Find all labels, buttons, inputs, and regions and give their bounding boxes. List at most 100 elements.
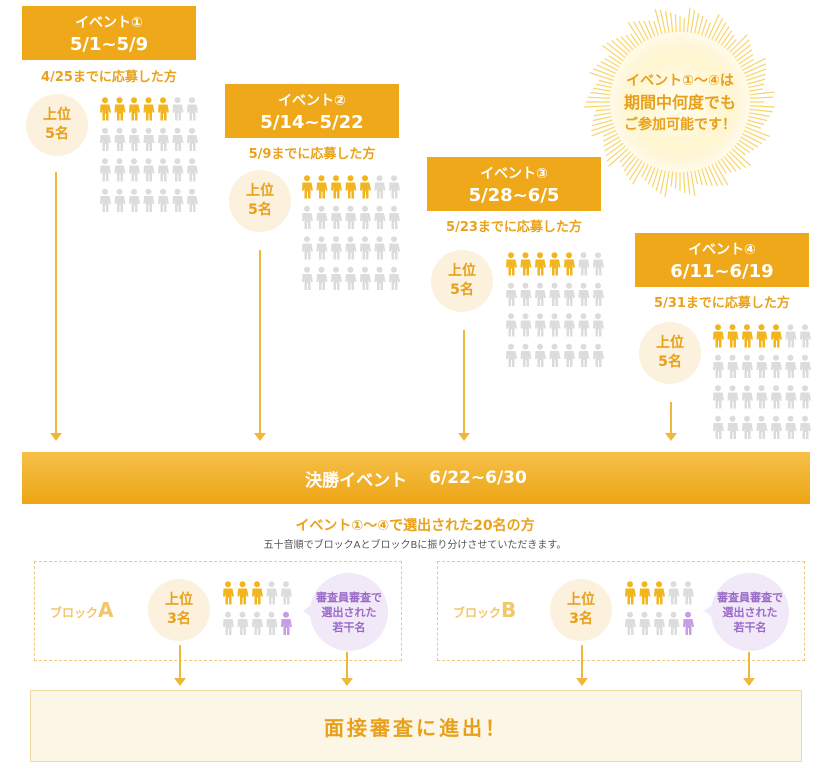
person-other-icon [756,385,768,409]
person-other-icon [266,611,278,635]
burst-line-1: イベント①～④は [626,73,734,89]
person-other-icon [713,354,724,378]
event-3-deadline: 5/23までに応募した方 [446,220,582,235]
person-other-icon [520,282,532,306]
person-other-icon [800,415,811,439]
person-selected-icon [237,581,249,605]
person-other-icon [158,188,169,212]
person-selected-icon [771,324,782,348]
block-a-label-prefix: ブロック [50,606,99,620]
person-other-icon [800,354,811,378]
person-other-icon [668,611,680,635]
person-other-icon [187,158,198,182]
block-a-arrow-line-left [179,645,181,680]
event-1-arrow-line [55,172,57,434]
block-b-judge-line-1: 審査員審査で [717,591,783,604]
person-other-icon [100,188,111,212]
final-event-dates: 6/22~6/30 [429,468,527,488]
person-other-icon [785,385,797,409]
person-other-icon [345,205,357,229]
event-2-box: イベント② 5/14~5/22 [225,84,399,138]
event-3-box: イベント③ 5/28~6/5 [427,157,601,211]
person-other-icon [625,611,636,635]
person-other-icon [549,282,561,306]
person-selected-icon [625,581,636,605]
person-other-icon [389,205,400,229]
event-3-rank-count: 5名 [450,282,474,298]
person-other-icon [389,236,400,260]
event-3-title: イベント③ [480,166,548,182]
person-other-icon [389,266,400,290]
person-other-icon [114,188,126,212]
event-2-title: イベント② [278,93,346,109]
person-other-icon [331,236,342,260]
event-4-rank-top: 上位 [656,335,684,351]
person-other-icon [129,127,140,151]
person-selected-icon [129,97,140,121]
block-a-label: ブロックA [50,598,114,622]
block-b-judge-line-3: 若干名 [733,621,767,634]
person-other-icon [345,266,357,290]
block-b-label-letter: B [501,598,517,622]
person-other-icon [578,313,590,337]
person-selected-icon [223,581,234,605]
person-other-icon [578,343,590,367]
block-b-arrow-line-left [581,645,583,680]
event-4-rank-circle: 上位 5名 [639,322,701,384]
person-other-icon [785,415,797,439]
person-other-icon [266,581,278,605]
block-a-judge-line-2: 選出された [321,606,377,619]
person-other-icon [374,236,386,260]
person-selected-icon [158,97,169,121]
person-other-icon [578,252,590,276]
person-other-icon [593,343,604,367]
person-other-icon [374,205,386,229]
block-b-arrow-head-right [743,678,755,686]
person-other-icon [593,313,604,337]
person-other-icon [360,236,371,260]
person-other-icon [187,97,198,121]
person-other-icon [771,354,782,378]
block-b-arrow-head-left [576,678,588,686]
block-a-judge-bubble: 審査員審査で 選出された 若干名 [303,573,388,651]
person-other-icon [727,354,739,378]
event-4-deadline: 5/31までに応募した方 [654,296,790,311]
person-selected-icon [506,252,517,276]
person-other-icon [114,127,126,151]
person-other-icon [143,188,155,212]
burst-text: イベント①～④は 期間中何度でも ご参加可能です！ [582,70,778,136]
block-a-judge-line-3: 若干名 [332,621,366,634]
event-4-arrow-line [670,402,672,434]
person-other-icon [727,415,739,439]
person-other-icon [172,97,184,121]
person-other-icon [302,266,313,290]
interview-box: 面接審査に進出！ [30,690,802,762]
event-2-arrow-line [259,250,261,434]
person-other-icon [331,266,342,290]
person-selected-icon [564,252,575,276]
interview-label: 面接審査に進出！ [324,715,508,740]
person-other-icon [713,415,724,439]
person-other-icon [281,581,292,605]
person-other-icon [785,324,797,348]
block-b-label-prefix: ブロック [453,606,502,620]
person-other-icon [302,236,313,260]
person-other-icon [172,127,184,151]
event-1-dates: 5/1~5/9 [69,34,149,55]
person-selected-icon [316,175,328,199]
person-selected-icon [520,252,532,276]
block-a-rank-circle: 上位 3名 [148,579,210,641]
person-other-icon [713,385,724,409]
person-other-icon [756,354,768,378]
person-other-icon [771,415,782,439]
person-other-icon [143,158,155,182]
person-other-icon [374,266,386,290]
event-1-deadline: 4/25までに応募した方 [41,70,177,85]
person-other-icon [374,175,386,199]
event-3-rank-top: 上位 [448,263,476,279]
person-other-icon [578,282,590,306]
block-b-label: ブロックB [453,598,516,622]
event-1-title: イベント① [75,15,143,31]
block-a-label-letter: A [98,598,114,622]
person-judge-icon [281,611,292,635]
